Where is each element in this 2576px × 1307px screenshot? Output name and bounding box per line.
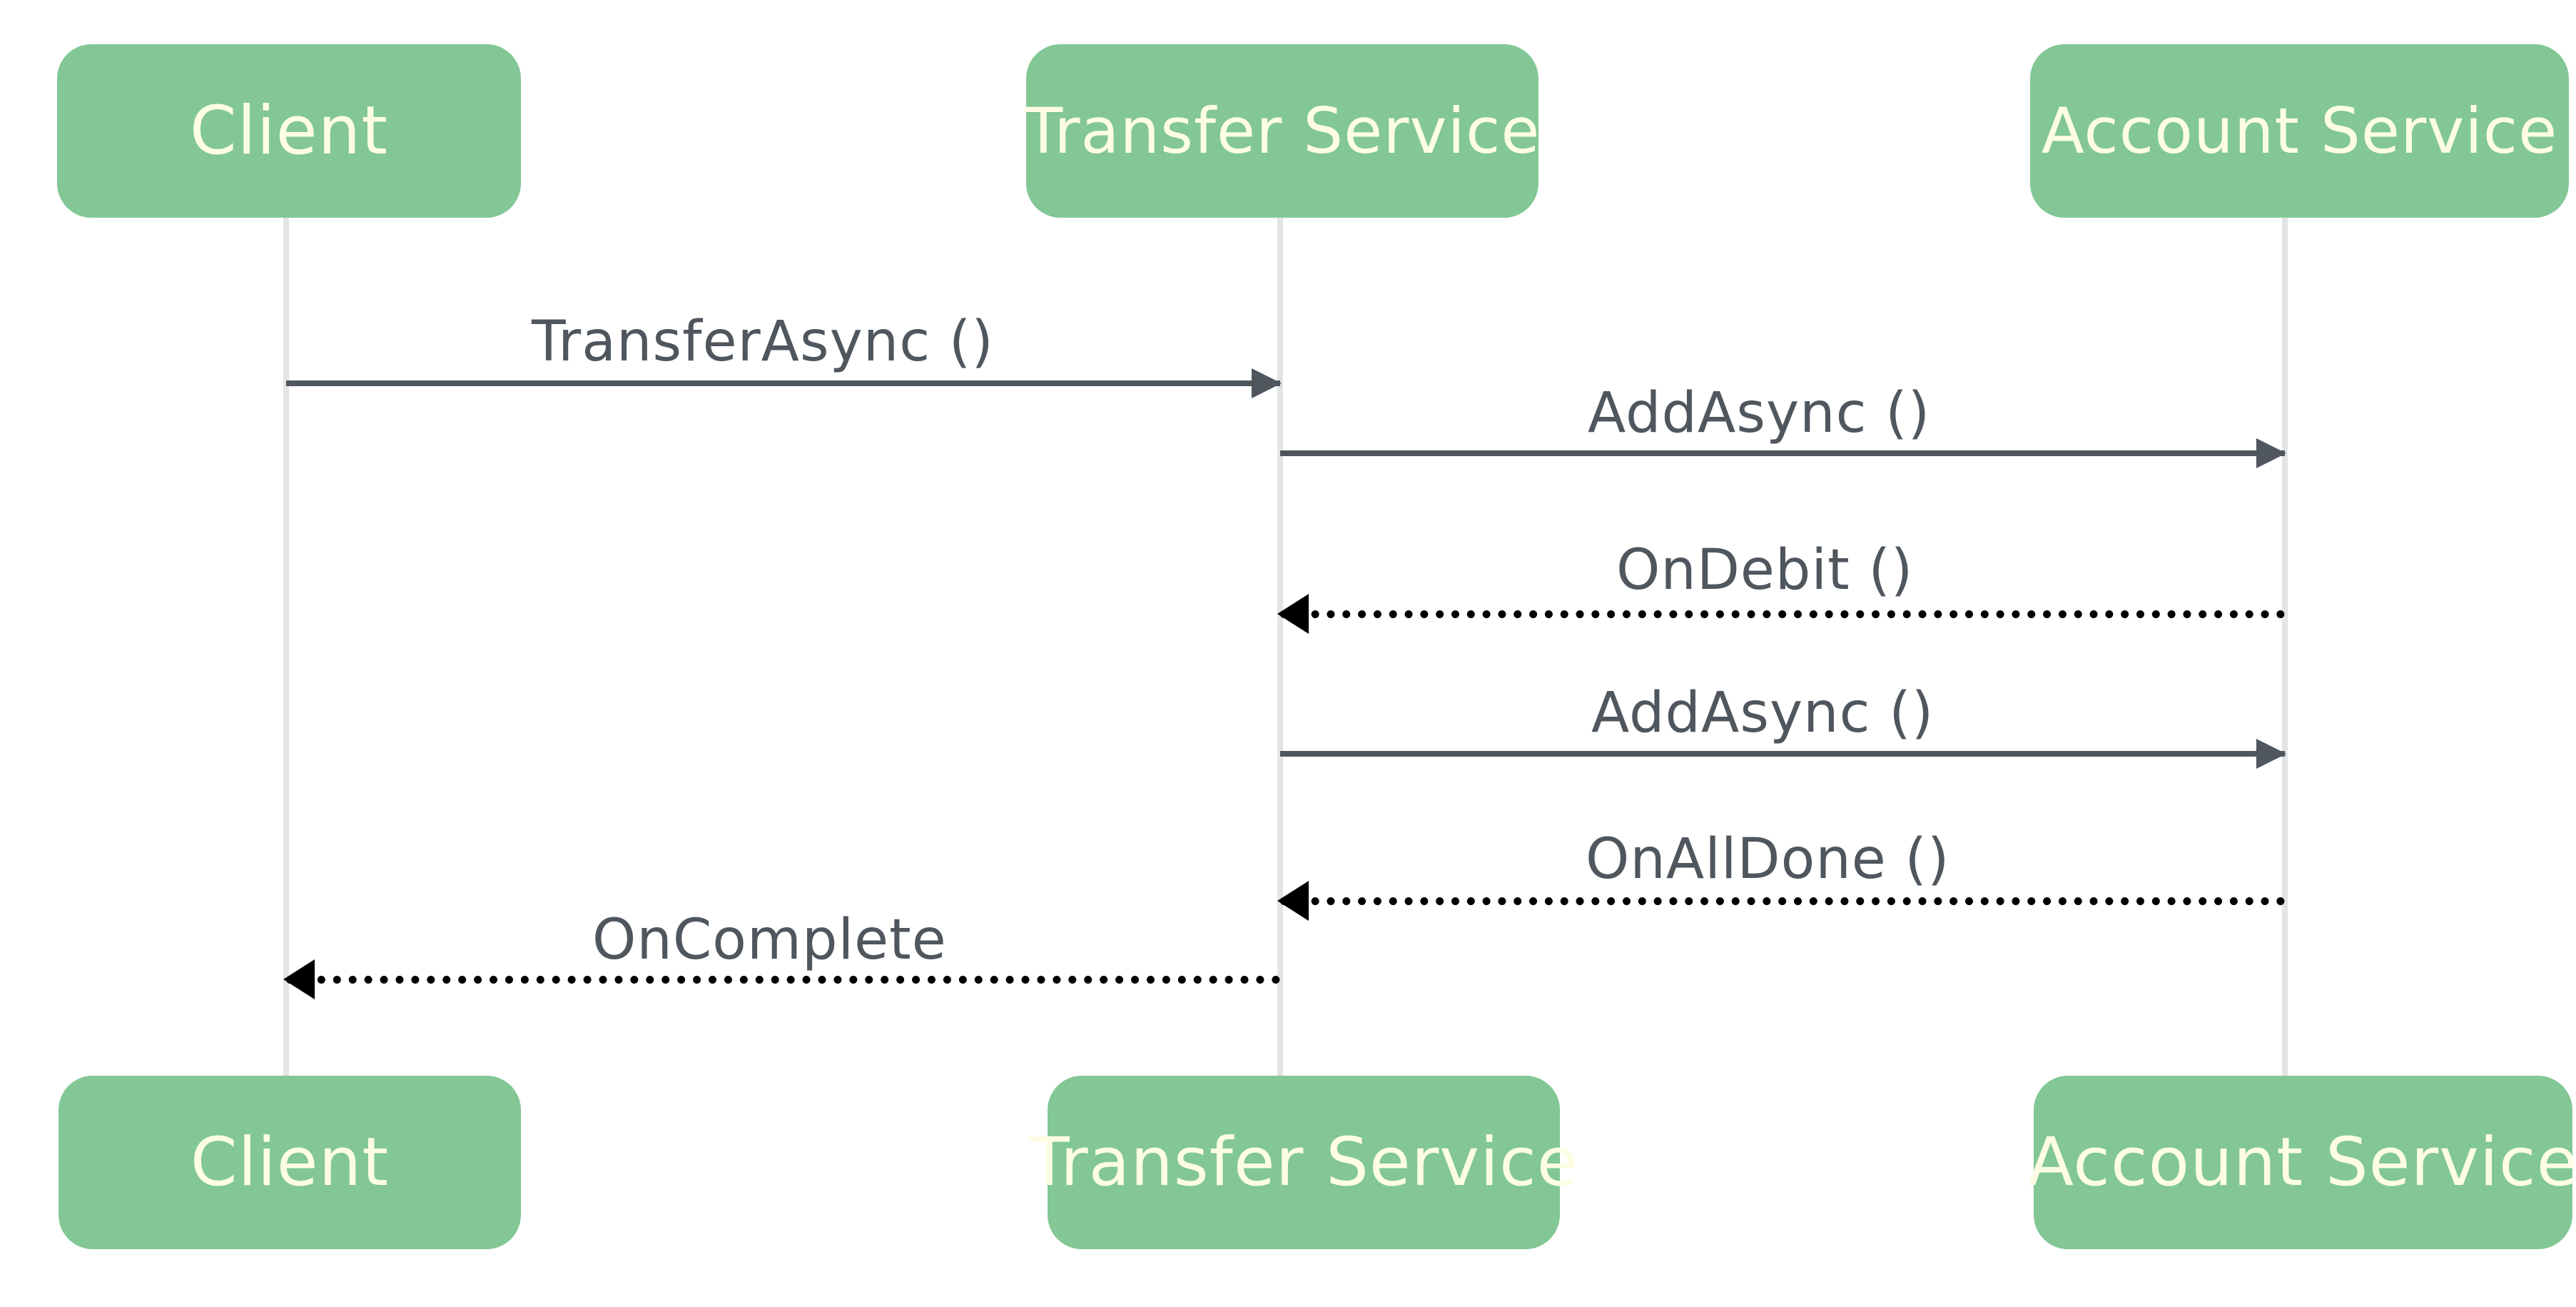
- participant-top-account[interactable]: Account Service: [2030, 44, 2569, 218]
- message-line-3: [1280, 610, 2285, 618]
- message-line-1: [286, 380, 1280, 386]
- arrowhead-left-6: [283, 959, 315, 999]
- participant-bottom-client[interactable]: Client: [59, 1076, 521, 1249]
- participant-bottom-account[interactable]: Account Service: [2028, 1076, 2576, 1249]
- participant-label-client-top: Client: [189, 91, 389, 170]
- message-label-2: AddAsync (): [1588, 381, 1931, 445]
- message-label-6: OnComplete: [592, 908, 947, 972]
- arrowhead-left-3: [1277, 594, 1309, 634]
- message-line-4: [1280, 751, 2285, 757]
- arrowhead-left-5: [1277, 881, 1309, 921]
- lifeline-account: [2282, 218, 2288, 1080]
- message-label-5: OnAllDone (): [1586, 827, 1950, 892]
- participant-bottom-transfer[interactable]: Transfer Service: [1028, 1076, 1578, 1249]
- message-label-4: AddAsync (): [1591, 681, 1934, 745]
- message-label-1: TransferAsync (): [532, 310, 994, 374]
- participant-top-client[interactable]: Client: [57, 44, 521, 218]
- arrowhead-right-2: [2256, 438, 2286, 468]
- arrowhead-right-1: [1252, 368, 1282, 398]
- lifeline-transfer: [1277, 218, 1283, 1080]
- participant-label-account-top: Account Service: [2041, 94, 2558, 168]
- message-line-6: [286, 976, 1280, 984]
- participant-label-client-bottom: Client: [190, 1123, 390, 1201]
- participant-label-transfer-bottom: Transfer Service: [1028, 1123, 1579, 1201]
- message-line-5: [1280, 897, 2285, 905]
- participant-label-account-bottom: Account Service: [2027, 1123, 2576, 1201]
- lifeline-client: [283, 218, 289, 1080]
- message-line-2: [1280, 450, 2285, 456]
- participant-label-transfer-top: Transfer Service: [1024, 94, 1541, 168]
- message-label-3: OnDebit (): [1616, 538, 1914, 602]
- arrowhead-right-4: [2256, 739, 2286, 769]
- participant-top-transfer[interactable]: Transfer Service: [1024, 44, 1541, 218]
